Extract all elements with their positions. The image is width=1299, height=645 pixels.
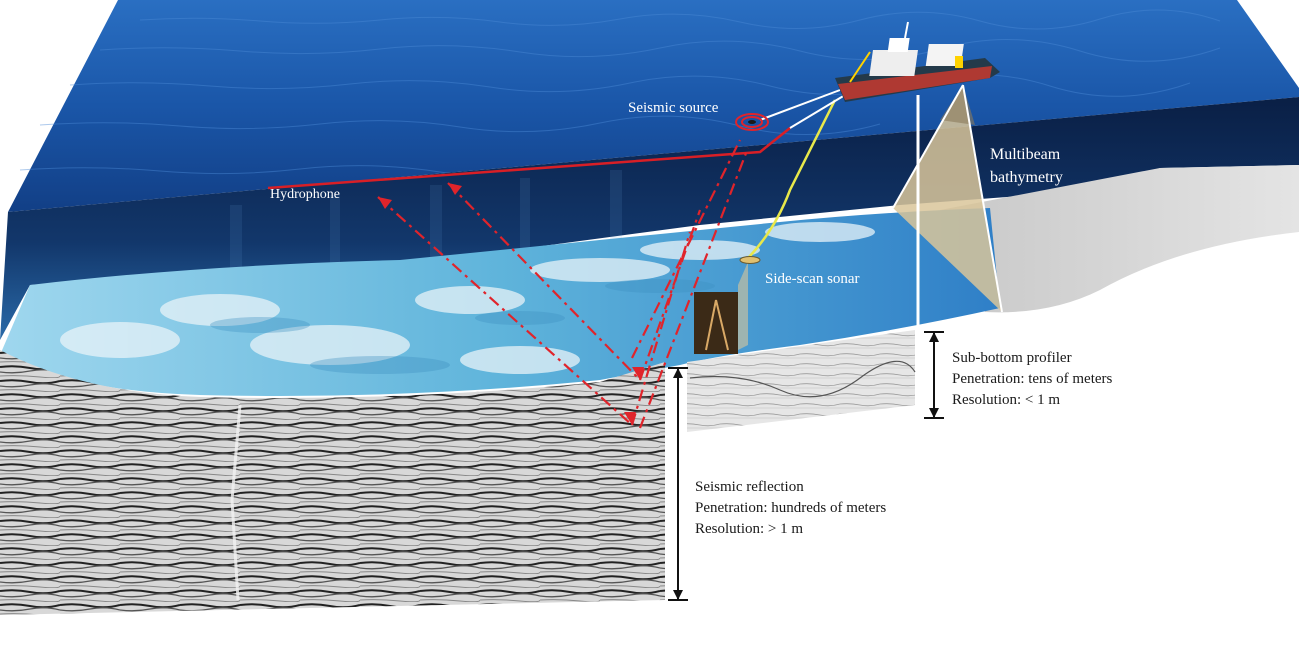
- seismic-reflection-section: [0, 350, 665, 615]
- side-scan-sonar-label: Side-scan sonar: [765, 271, 860, 287]
- multibeam-fan: [893, 85, 1002, 312]
- sub-bottom-penetration: Penetration: tens of meters: [952, 371, 1113, 387]
- seismic-arrow-top: [673, 368, 683, 378]
- seismic-rays: [377, 139, 750, 429]
- seafloor-relief: [60, 222, 875, 374]
- research-vessel-icon: [835, 21, 1000, 102]
- multibeam-edge-left: [892, 84, 964, 209]
- sidescan-tow-cable: [747, 99, 837, 259]
- seismic-reflection-title: Seismic reflection: [695, 479, 804, 495]
- sub-bottom-arrow-bottom: [929, 408, 939, 418]
- block-side-face: [940, 165, 1299, 313]
- source-tow-line: [759, 89, 841, 121]
- multibeam-label-line-1: Multibeam: [990, 146, 1061, 163]
- sub-bottom-profiler-label: Sub-bottom profiler Penetration: tens of…: [952, 348, 1112, 411]
- sea-surface: [8, 0, 1299, 212]
- multibeam-fan-shade: [940, 85, 975, 125]
- sub-bottom-profile-section: [687, 330, 915, 432]
- sub-bottom-title: Sub-bottom profiler: [952, 350, 1072, 366]
- seismic-reflection-penetration: Penetration: hundreds of meters: [695, 500, 887, 516]
- sub-bottom-depth-bar: [924, 331, 944, 419]
- seismic-fault: [230, 404, 242, 601]
- hydrophone-streamer: [267, 127, 791, 190]
- seismic-reflection-resolution: Resolution: > 1 m: [695, 521, 804, 537]
- hydrophone-label: Hydrophone: [270, 187, 340, 202]
- seismic-source-icon: [735, 113, 769, 131]
- seafloor-shadows: [210, 279, 715, 374]
- multibeam-label: Multibeam bathymetry: [990, 143, 1063, 189]
- seismic-source-label: Seismic source: [628, 100, 719, 116]
- sub-bottom-arrow-top: [929, 332, 939, 342]
- sub-bottom-reflector: [689, 360, 916, 398]
- sidescan-beam: [738, 262, 748, 350]
- side-scan-sonar-towfish-icon: [739, 256, 761, 264]
- sidescan-image-trace: [705, 299, 729, 351]
- multibeam-label-line-2: bathymetry: [990, 169, 1063, 186]
- sub-bottom-resolution: Resolution: < 1 m: [952, 392, 1061, 408]
- ray-arrowheads: [378, 183, 644, 425]
- multibeam-edge-right: [962, 84, 1003, 313]
- seismic-reflection-label: Seismic reflection Penetration: hundreds…: [695, 477, 886, 540]
- seismic-depth-bar: [668, 367, 688, 601]
- light-shafts: [230, 170, 622, 285]
- seismic-arrow-bottom: [673, 590, 683, 600]
- streamer-tow-line: [789, 94, 846, 129]
